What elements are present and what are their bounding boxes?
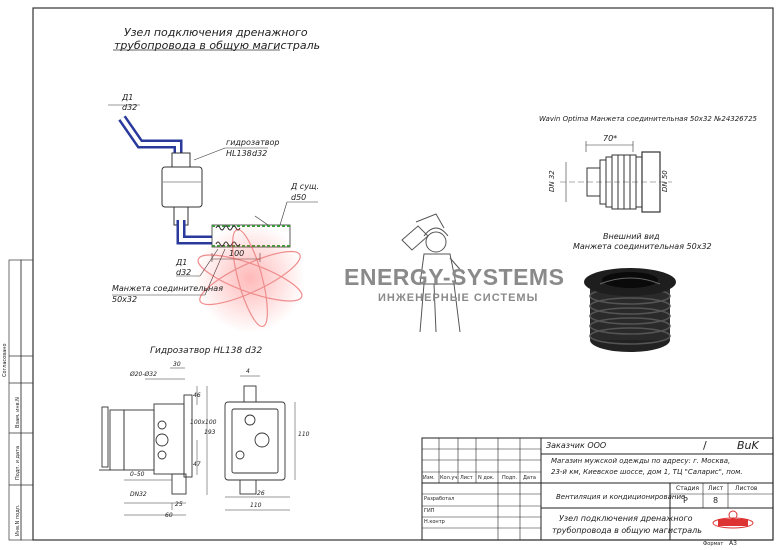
dim-0-50: 0–50 [130,471,145,478]
dim-dn32: DN32 [130,491,147,498]
cuff-view-label-2: Манжета соединительная 50x32 [573,242,712,251]
dim-193: 193 [204,429,216,436]
tb-col-qty: Кол.уч. [440,475,459,481]
tb-col-sign: Подп. [502,475,518,481]
watermark-tagline: ИНЖЕНЕРНЫЕ СИСТЕМЫ [378,292,539,304]
scheme-d32-top: d32 [122,103,138,112]
tb-sheet-no: 8 [713,496,719,505]
tb-format: А3 [729,540,737,547]
stamp-sign-date: Подп. и дата [15,445,21,480]
tb-address: 23-й км, Киевское шоссе, дом 1, ТЦ "Сала… [551,468,743,476]
wavin-title: Wavin Optima Манжета соединительная 50x3… [539,115,757,123]
stamp-inv-no: Инв.N подл. [15,504,21,536]
atom-watermark [195,223,305,333]
tb-section: Вентиляция и кондиционирование [556,493,686,501]
siphon-front-view [224,375,296,511]
dim-4: 4 [246,368,250,375]
scheme-d1-top: Д1 [122,93,134,102]
cuff-label: Манжета соединительная [112,284,223,293]
dim-100x100: 100x100 [190,419,217,426]
tb-col-rev: Изм. [423,475,435,481]
tb-role-gip: ГИП [424,508,435,514]
stamp-agreed: Согласовано [2,343,8,377]
dim-25: 25 [175,501,183,508]
tb-role-developer: Разработал [424,496,455,502]
scheme-d32-bottom: d32 [176,268,192,277]
dim-phi: Ø20-Ø32 [130,371,157,378]
drawing-title-line2: трубопровода в общую магистраль [114,39,321,52]
dim-60: 60 [165,512,173,519]
tb-format-label: Формат [703,541,724,547]
cuff-photo [584,268,676,352]
dim-100: 100 [229,249,245,258]
company-logo [712,510,754,529]
cuff-view-label: Внешний вид [603,232,660,241]
tb-sheet-title-1: Узел подключения дренажного [559,514,693,523]
wavin-cuff-drawing [560,141,672,213]
tb-slash: / [703,439,707,452]
dim-47: 47 [193,461,201,468]
wavin-dim-70: 70* [603,134,618,143]
tb-code: BuK [737,439,759,452]
tb-sheet-title-2: трубопровода в общую магистраль [552,526,702,535]
engineer-watermark [401,213,465,333]
dim-110-w: 110 [250,502,262,509]
siphon-size: d32 [252,149,268,158]
sheet-frame [8,7,774,541]
wavin-dn32: DN 32 [548,170,556,192]
siphon-drawing-title: Гидрозатвор HL138 d32 [150,346,263,356]
tb-col-doc: N док. [478,475,495,481]
dim-110-h: 110 [298,431,310,438]
tb-sheet-header: Лист [708,485,724,492]
tb-stage: Р [683,496,688,505]
scheme-d1-bottom: Д1 [176,258,188,267]
watermark-brand: ENERGY-SYSTEMS [344,264,565,290]
wavin-dn50: DN 50 [661,170,669,192]
dim-30: 30 [173,361,181,368]
dim-46: 46 [193,392,201,399]
tb-col-sheet: Лист [460,475,473,481]
tb-col-date: Дата [523,475,536,481]
tb-object: Магазин мужской одежды по адресу: г. Мос… [551,457,731,465]
dim-26: 26 [257,490,265,497]
cuff-size: 50x32 [112,295,138,304]
existing-label: Д сущ. [291,182,320,191]
siphon-model: HL138 [226,149,252,158]
title-block-grid [421,437,774,541]
drawing-title-line1: Узел подключения дренажного [124,26,308,39]
tb-role-ncontr: Н.контр [424,519,445,525]
siphon-label: гидрозатвор [226,138,280,147]
siphon-side-view [99,367,208,516]
tb-stage-header: Стадия [676,485,700,492]
tb-customer: Заказчик ООО [546,441,607,450]
tb-sheets-header: Листов [735,485,758,492]
existing-size: d50 [291,193,307,202]
stamp-replace-inv: Взам. инв.N [15,397,21,428]
